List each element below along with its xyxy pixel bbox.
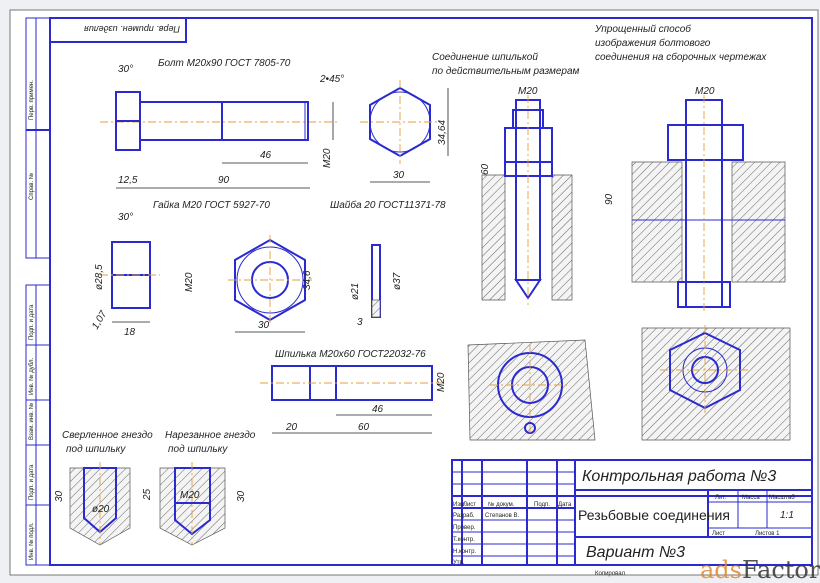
- nut-diameter: ø28,5: [94, 264, 105, 290]
- washer-inner: ø21: [350, 283, 361, 300]
- bolt-head-height: 12,5: [118, 175, 138, 186]
- nut-front-view: 34,6 30: [228, 235, 313, 333]
- bolt-head-view: 34,64 30: [360, 80, 449, 183]
- bolt-joint-title: Упрощенный способ: [594, 23, 691, 35]
- stud-joint-subtitle: по действительным размерам: [432, 66, 580, 77]
- bolt-joint-section: Упрощенный способ изображения болтового …: [594, 23, 786, 312]
- strip-label: Инв. № дубл.: [28, 358, 35, 395]
- tb-scale: 1:1: [780, 510, 794, 521]
- nut-across-corners: 34,6: [302, 270, 313, 290]
- nut-title: Гайка М20 ГОСТ 5927-70: [153, 200, 270, 211]
- drilled-socket-subtitle: под шпильку: [66, 444, 126, 455]
- stud-length: 60: [358, 422, 370, 433]
- threaded-socket-thread-depth: 25: [142, 488, 153, 501]
- head-across-flats: 30: [393, 170, 405, 181]
- strip-label: Инв. № подл.: [28, 522, 35, 560]
- stud-thread: М20: [436, 372, 447, 392]
- svg-text:adsFactory: adsFactory: [700, 556, 820, 583]
- head-across-corners: 34,64: [437, 120, 448, 145]
- stud-joint-title: Соединение шпилькой: [432, 52, 538, 63]
- bolt-joint-top-view: [641, 325, 791, 441]
- bolt-joint-title-2: изображения болтового: [595, 37, 711, 49]
- bolt-view: 30° Болт М20х90 ГОСТ 7805-70 2•45° 46 90…: [100, 58, 344, 189]
- bolt-title: Болт М20х90 ГОСТ 7805-70: [158, 58, 291, 69]
- washer-title: Шайба 20 ГОСТ11371-78: [330, 199, 446, 211]
- tb-scale-label: Масштаб: [769, 495, 795, 501]
- tb-role: Разраб.: [453, 513, 475, 519]
- strip-label: Справ. №: [28, 173, 35, 200]
- stud-joint-depth: 60: [480, 163, 491, 175]
- drilled-socket-depth: 30: [54, 490, 65, 502]
- stud-thread-length: 46: [372, 404, 384, 415]
- tb-copied: Копировал: [595, 571, 626, 577]
- strip-label: Подп. и дата: [29, 464, 35, 500]
- bolt-joint-title-3: соединения на сборочных чертежах: [595, 51, 767, 63]
- washer-thickness: 3: [357, 317, 363, 328]
- tb-sheets: Листов 1: [755, 531, 780, 537]
- nut-across-flats: 30: [258, 320, 270, 331]
- stud-joint-thread: М20: [518, 86, 538, 97]
- threaded-socket-title: Нарезанное гнездо: [165, 430, 256, 441]
- drilled-socket-title: Сверленное гнездо: [62, 430, 153, 441]
- bolt-thread: М20: [322, 148, 333, 168]
- tb-sheet: Лист: [712, 531, 725, 537]
- nut-thread: М20: [184, 272, 195, 292]
- strip-label: Взам. инв. №: [28, 403, 35, 440]
- bolt-joint-length: 90: [604, 193, 615, 205]
- tb-header: Лист: [463, 502, 476, 508]
- top-stamp-text: Перв. примен. изделия: [84, 24, 180, 34]
- threaded-socket: Нарезанное гнездо под шпильку 25 М20 30: [142, 430, 256, 546]
- strip-label: Подп. и дата: [29, 304, 35, 340]
- stud-title: Шпилька М20х60 ГОСТ22032-76: [275, 349, 426, 360]
- tb-header: Дата: [558, 502, 572, 508]
- tb-header: № докум.: [488, 501, 515, 508]
- left-strip: Перв. примен. Справ. № Подп. и дата Инв.…: [25, 17, 51, 566]
- nut-angle: 30°: [118, 212, 133, 223]
- tb-header: Изм.: [453, 502, 466, 508]
- bolt-angle: 30°: [118, 64, 133, 75]
- paper: [9, 9, 819, 576]
- tb-subject: Резьбовые соединения: [578, 507, 730, 523]
- drilled-socket-diameter: ø20: [92, 504, 110, 515]
- threaded-socket-depth: 30: [236, 490, 247, 502]
- washer-outer: ø37: [392, 272, 403, 290]
- bolt-chamfer: 2•45°: [319, 74, 344, 85]
- stud-joint-top-view: [467, 339, 596, 441]
- stud-joint-section: Соединение шпилькой по действительным ра…: [432, 52, 580, 305]
- tb-lit: Лит.: [715, 495, 726, 501]
- tb-role: Утв.: [453, 560, 465, 566]
- stud-end: 20: [285, 422, 298, 433]
- washer-view: ø21 ø37 3: [350, 244, 403, 328]
- threaded-socket-subtitle: под шпильку: [168, 444, 228, 455]
- strip-label: Перв. примен.: [29, 80, 35, 120]
- tb-author: Степанов В.: [485, 513, 519, 519]
- threaded-socket-thread: М20: [180, 490, 200, 501]
- tb-role: Т.контр.: [453, 537, 475, 543]
- tb-role: Провер.: [453, 525, 476, 531]
- title-block: Изм. Лист № докум. Подп. Дата Разраб. Ст…: [451, 459, 813, 577]
- tb-role: Н.контр.: [453, 549, 476, 555]
- bolt-length: 90: [218, 175, 230, 186]
- tb-mass: Масса: [742, 495, 760, 501]
- tb-variant: Вариант №3: [586, 544, 685, 561]
- watermark-logo: adsFactory: [700, 556, 820, 583]
- drilled-socket: Сверленное гнездо под шпильку 30 ø20: [54, 430, 153, 546]
- stud-view: Шпилька М20х60 ГОСТ22032-76 46 60 20 М20: [260, 349, 447, 434]
- bolt-joint-thread: М20: [695, 86, 715, 97]
- nut-height: 18: [124, 327, 136, 338]
- top-stamp: [49, 17, 187, 43]
- tb-work-title: Контрольная работа №3: [582, 468, 776, 485]
- tb-header: Подп.: [534, 502, 550, 508]
- bolt-thread-length: 46: [260, 150, 272, 161]
